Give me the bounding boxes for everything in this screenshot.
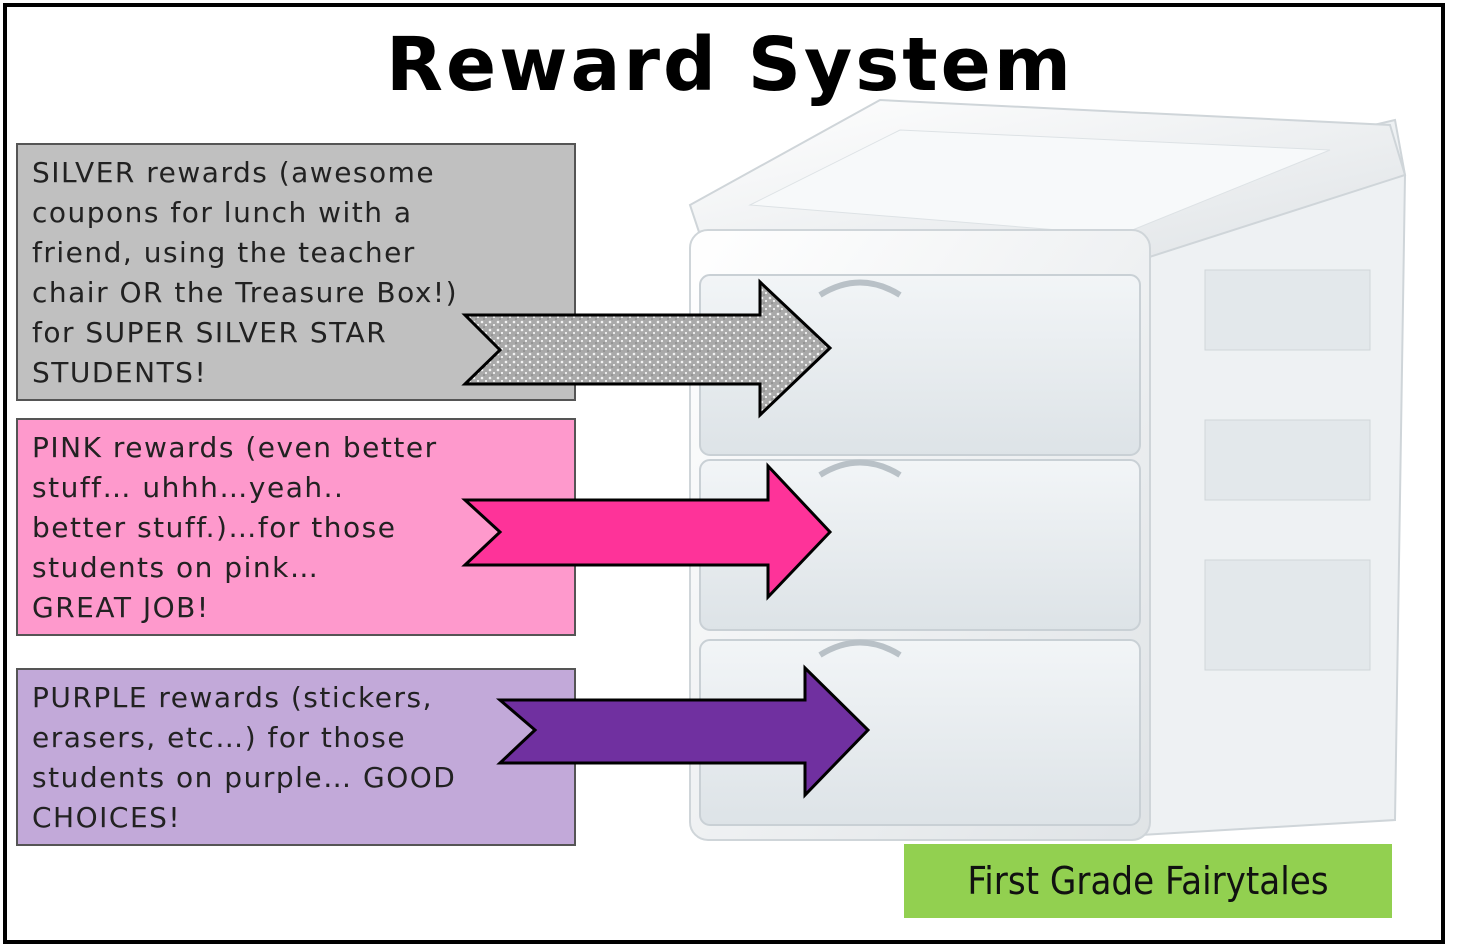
silver-rewards-box: SILVER rewards (awesome coupons for lunc… xyxy=(16,143,576,401)
purple-rewards-box: PURPLE rewards (stickers, erasers, etc…)… xyxy=(16,668,576,846)
brand-label: First Grade Fairytales xyxy=(904,844,1392,918)
silver-arrow-icon xyxy=(461,278,833,419)
purple-arrow-icon xyxy=(495,664,871,799)
pink-arrow-icon xyxy=(461,462,833,601)
page-title: Reward System xyxy=(386,22,1074,108)
pink-rewards-box: PINK rewards (even better stuff… uhhh…ye… xyxy=(16,418,576,636)
middle-drawer xyxy=(699,459,1141,631)
